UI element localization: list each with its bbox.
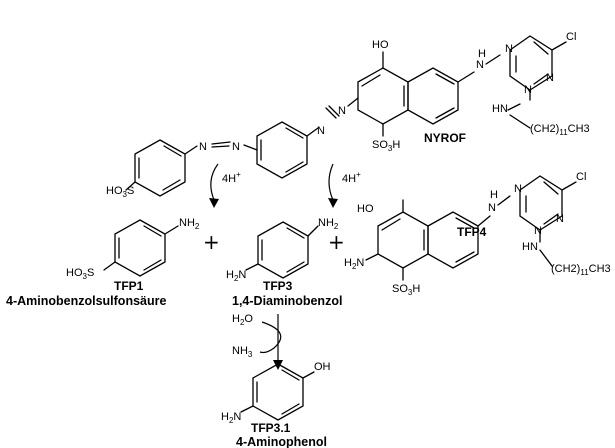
- hydrolysis-arrowhead: [273, 360, 283, 370]
- reduction-reagent: 4H+: [222, 170, 241, 185]
- tfp1-structure: [103, 219, 179, 277]
- nh-label: N: [488, 202, 496, 214]
- amino-label: H2N: [344, 257, 364, 271]
- hydrolysis-curve: [259, 321, 282, 354]
- plus-sign: +: [328, 230, 345, 254]
- tfp3-name: 1,4-Diaminobenzol: [232, 294, 342, 308]
- nh-label: H: [478, 48, 486, 60]
- chloro-label: Cl: [576, 171, 586, 183]
- triazine-n-label: N: [546, 72, 554, 84]
- azo-n-label: N: [199, 141, 207, 153]
- hydroxy-label: HO: [357, 203, 374, 215]
- tfp1-label: TFP1: [114, 279, 144, 293]
- triazine-n-label: N: [556, 213, 564, 225]
- amino-label: NH2: [179, 217, 200, 231]
- amino-label: NH2: [318, 217, 339, 231]
- alkyl-chain-label: (CH2)11CH3: [530, 123, 590, 137]
- tfp4-structure: [365, 175, 577, 281]
- reduction-reagent: 4H+: [342, 170, 361, 185]
- reduction-arrow-right: [328, 163, 338, 208]
- tfp1-name: 4-Aminobenzolsulfonsäure: [6, 294, 166, 308]
- hydroxy-label: OH: [314, 361, 331, 373]
- ammonia-reagent: NH3: [232, 345, 253, 359]
- triazine-n-label: N: [514, 183, 522, 195]
- tfp3-1-label: TFP3.1: [251, 421, 291, 435]
- reduction-arrow-left: [209, 163, 219, 208]
- plus-sign: +: [203, 230, 220, 254]
- so3h-label: SO3H: [392, 283, 420, 297]
- tfp3-1-name: 4-Aminophenol: [236, 435, 327, 448]
- tfp3-label: TFP3: [263, 279, 293, 293]
- azo-n-label: N: [232, 141, 240, 153]
- amino-label: H2N: [221, 411, 241, 425]
- so3h-label: HO3S: [66, 267, 94, 281]
- azo-n-label: N: [338, 105, 346, 117]
- chloro-label: Cl: [566, 31, 576, 43]
- water-reagent: H2O: [232, 313, 253, 327]
- triazine-n-label: N: [534, 225, 542, 237]
- hydroxy-label: HO: [372, 39, 389, 51]
- tfp3-structure: [245, 221, 319, 279]
- tfp4-label: TFP4: [457, 225, 487, 239]
- nyrof-structure: [125, 35, 567, 197]
- triazine-n-label: N: [505, 43, 513, 55]
- alkyl-chain-label: (CH2)11CH3: [551, 263, 611, 277]
- azo-n-label: N: [317, 125, 325, 137]
- tfp3-1-structure: [240, 363, 315, 421]
- so3h-label: HO3S: [106, 185, 134, 199]
- nh-label: HN: [492, 103, 508, 115]
- amino-label: H2N: [226, 269, 246, 283]
- so3h-label: SO3H: [372, 139, 400, 153]
- nyrof-label: NYROF: [424, 131, 466, 145]
- nh-label: HN: [522, 241, 538, 253]
- triazine-n-label: N: [524, 84, 532, 96]
- nh-label: H: [490, 189, 498, 201]
- nh-label: N: [476, 59, 484, 71]
